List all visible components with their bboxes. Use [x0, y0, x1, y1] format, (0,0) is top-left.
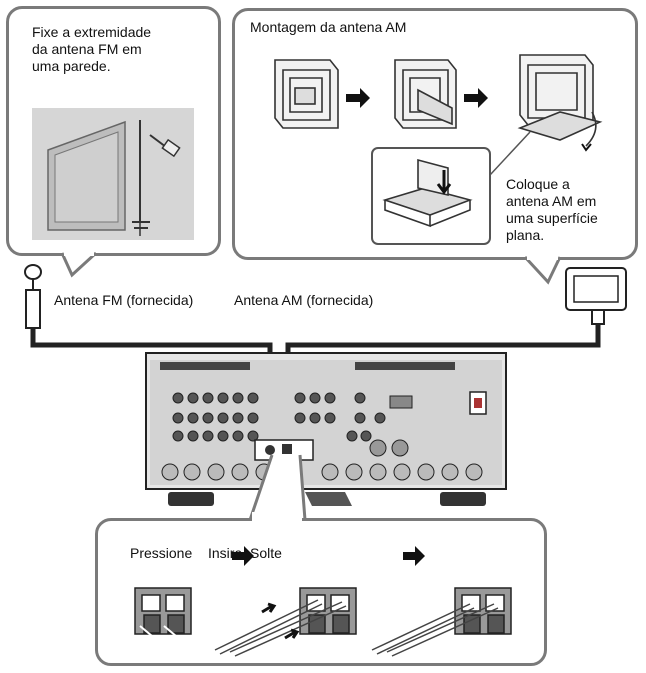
am-antenna-label: Antena AM (fornecida) [234, 292, 374, 308]
terminal-insert [214, 587, 357, 657]
receiver-rear-panel [145, 352, 507, 506]
am-panel-title: Montagem da antena AM [250, 19, 407, 35]
fm-panel-caption: Fixe a extremidade da antena FM em uma p… [32, 24, 152, 74]
step-press-label: Pressione [130, 545, 193, 561]
arrow-down-icon [436, 170, 452, 195]
fm-antenna-label: Antena FM (fornecida) [54, 292, 194, 308]
rotate-arrow-icon [581, 143, 592, 152]
terminal-press [134, 587, 192, 637]
arrow-right-icon [346, 88, 370, 108]
terminal-release [371, 587, 512, 657]
arrow-right-icon [403, 546, 425, 566]
arrow-right-icon [232, 546, 254, 566]
am-panel-caption: Coloque a antena AM em uma superfície pl… [506, 176, 598, 243]
step-release-label: Solte [250, 545, 282, 561]
arrow-right-icon [464, 88, 488, 108]
step-insert-label: Insira [208, 545, 243, 561]
